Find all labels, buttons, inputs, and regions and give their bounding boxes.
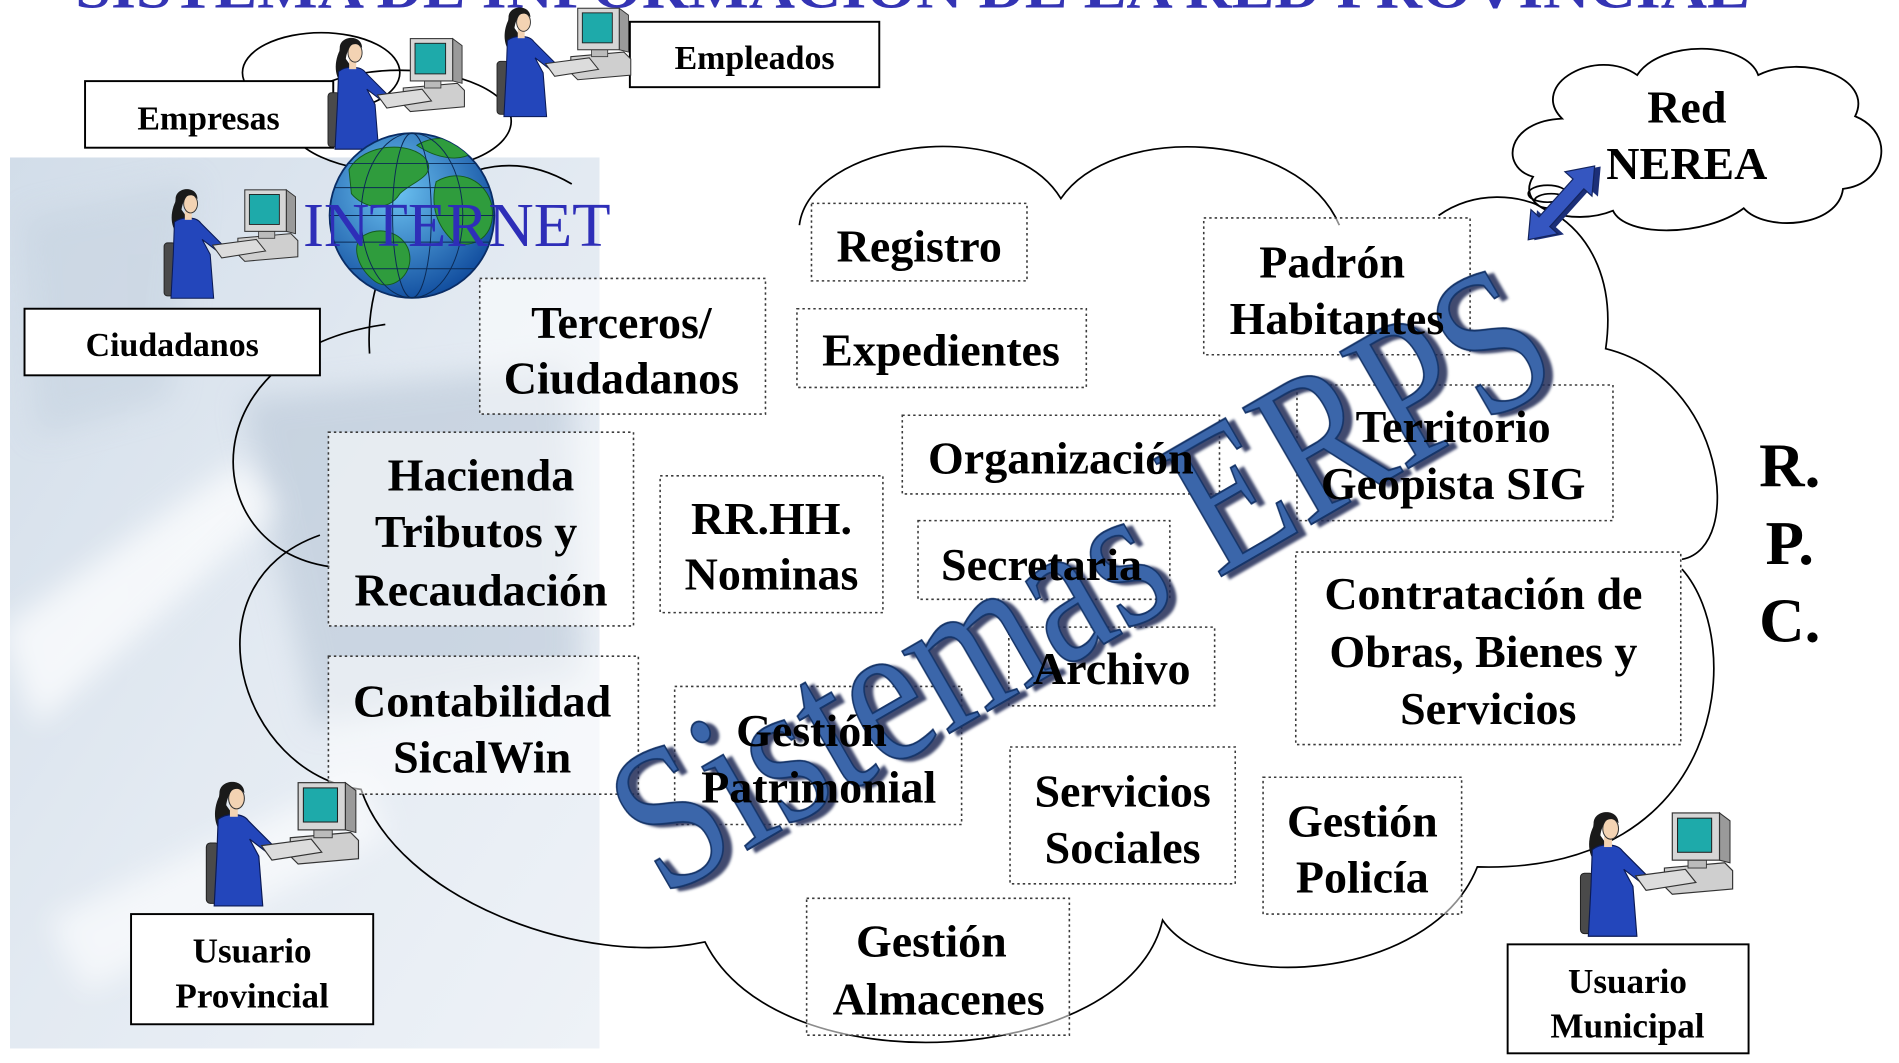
globe-continents <box>348 138 493 286</box>
module-frames <box>327 202 1682 1036</box>
page-title: SISTEMA DE INFORMACIÓN DE LA RED PROVINC… <box>75 0 1749 20</box>
empresas-box <box>84 80 335 149</box>
rpc-label: R. P. C. <box>1759 431 1820 656</box>
usuario-provincial-line-2: Provincial <box>175 976 329 1015</box>
module-box-padron <box>1202 217 1471 356</box>
module-box-rrhh <box>659 475 884 614</box>
module-contratacion-line-3: Servicios <box>1400 683 1576 734</box>
module-secretaria: Secretaria <box>941 539 1142 590</box>
module-terceros-line-2: Ciudadanos <box>504 352 739 403</box>
module-box-expedientes <box>796 307 1088 389</box>
empleados-text: Empleados <box>675 40 835 77</box>
module-contratacion-line-2: Obras, Bienes y <box>1329 626 1637 677</box>
red-nerea-line-1: Red <box>1647 81 1727 132</box>
module-box-secretaria <box>917 519 1171 601</box>
internet-label: INTERNET <box>303 190 611 260</box>
module-terceros-line-1: Terceros/ <box>531 297 713 348</box>
module-box-contratacion <box>1294 551 1682 746</box>
empleados-box <box>628 20 881 89</box>
module-rrhh-line-1: RR.HH. <box>691 493 852 544</box>
ciudadanos-label: Ciudadanos <box>23 307 321 377</box>
red-nerea-cloud: Red NEREA <box>1511 47 1883 232</box>
arrow-body <box>1527 165 1596 241</box>
module-expedientes: Expedientes <box>822 325 1060 376</box>
module-box-hacienda <box>327 431 635 627</box>
module-labels: Registro Expedientes Terceros/ Ciudadano… <box>353 221 1642 1025</box>
module-servicios-sociales-line-2: Sociales <box>1045 822 1201 873</box>
module-box-almacenes <box>805 897 1071 1036</box>
empresas-label: Empresas <box>84 80 335 149</box>
module-hacienda-line-2: Tributos y <box>375 506 577 557</box>
module-padron-line-1: Padrón <box>1259 236 1405 287</box>
module-archivo: Archivo <box>1033 643 1191 694</box>
user-at-computer-icon <box>327 37 466 150</box>
module-rrhh-line-2: Nominas <box>685 549 859 600</box>
usuario-municipal-line-2: Municipal <box>1550 1007 1704 1046</box>
rpc-line-2: P. <box>1766 508 1814 578</box>
empresas-text: Empresas <box>137 101 279 138</box>
module-box-territorio <box>1296 384 1614 522</box>
rpc-line-3: C. <box>1759 586 1820 656</box>
usuario-municipal-label: Usuario Municipal <box>1506 943 1750 1055</box>
usuario-municipal-line-1: Usuario <box>1568 962 1687 1001</box>
module-padron-line-2: Habitantes <box>1230 293 1445 344</box>
module-box-contabilidad <box>327 655 640 796</box>
module-policia-line-1: Gestión <box>1287 796 1438 847</box>
ciudadanos-box <box>23 307 321 377</box>
module-policia-line-2: Policía <box>1296 851 1429 902</box>
module-box-archivo <box>1008 626 1216 707</box>
module-box-servicios-sociales <box>1009 746 1237 885</box>
red-nerea-line-2: NEREA <box>1606 138 1767 189</box>
empleados-label: Empleados <box>628 20 881 89</box>
continent <box>356 230 411 286</box>
module-box-policia <box>1262 776 1463 915</box>
globe-grid <box>329 132 495 299</box>
module-patrimonial-line-2: Patrimonial <box>701 762 936 813</box>
module-patrimonial-line-1: Gestión <box>736 705 887 756</box>
module-box-terceros <box>478 277 767 415</box>
ciudadanos-text: Ciudadanos <box>86 327 259 364</box>
module-almacenes-line-1: Gestión <box>856 915 1007 966</box>
module-organizacion: Organización <box>928 432 1194 483</box>
module-box-organizacion <box>901 414 1221 495</box>
module-territorio-line-1: Territorio <box>1356 401 1551 452</box>
usuario-provincial-label: Usuario Provincial <box>130 913 375 1026</box>
user-at-computer-icon <box>1579 811 1734 937</box>
continent <box>433 175 493 245</box>
module-servicios-sociales-line-1: Servicios <box>1034 765 1210 816</box>
module-contabilidad-line-1: Contabilidad <box>353 676 612 727</box>
module-box-registro <box>810 202 1028 282</box>
double-arrow-icon <box>1527 165 1601 241</box>
usuario-provincial-box <box>130 913 375 1026</box>
user-at-computer-icon <box>496 6 632 118</box>
module-almacenes-line-2: Almacenes <box>833 974 1045 1025</box>
globe-icon <box>328 132 496 299</box>
module-hacienda-line-1: Hacienda <box>388 449 575 500</box>
module-contabilidad-line-2: SicalWin <box>393 731 571 782</box>
texture-streak <box>9 460 279 727</box>
module-territorio-line-2: Geopista SIG <box>1321 458 1586 509</box>
module-hacienda-line-3: Recaudación <box>354 564 607 615</box>
usuario-municipal-box <box>1506 943 1750 1055</box>
module-registro: Registro <box>837 221 1002 272</box>
module-box-patrimonial <box>673 685 963 826</box>
module-contratacion-line-1: Contratación de <box>1324 568 1642 619</box>
rpc-line-1: R. <box>1759 431 1820 501</box>
usuario-provincial-line-1: Usuario <box>193 932 312 971</box>
